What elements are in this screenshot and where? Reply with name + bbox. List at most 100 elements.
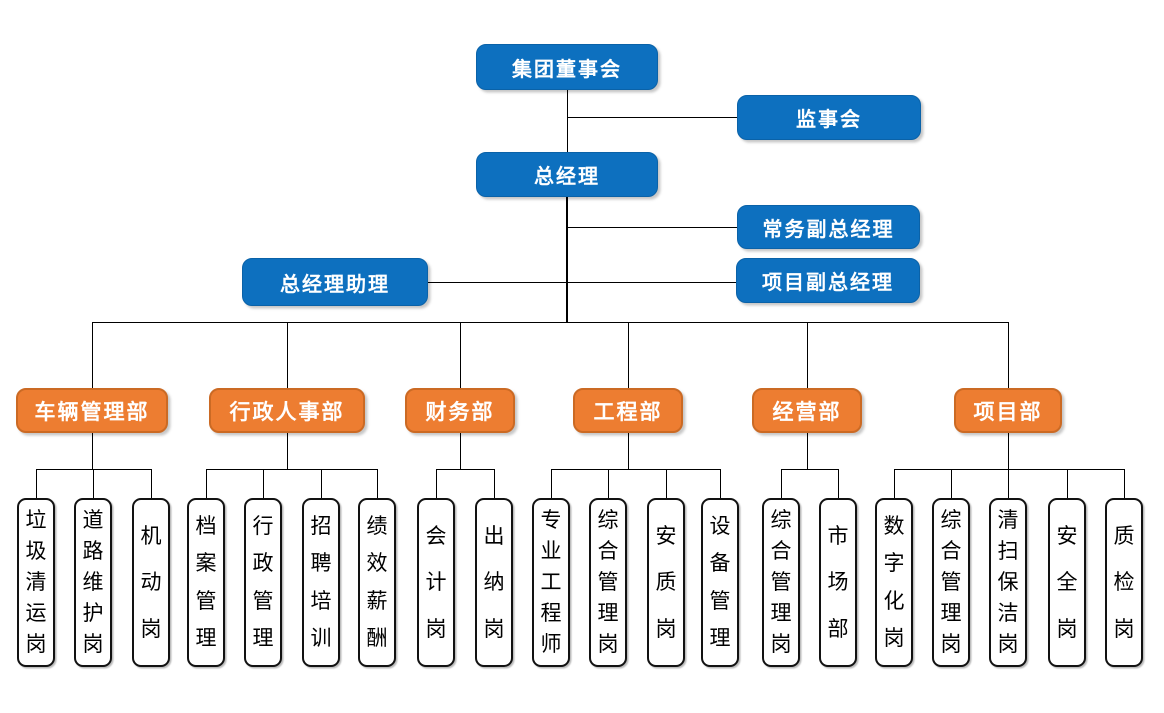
department-label: 项目部	[973, 400, 1043, 424]
post-label-char: 程	[540, 602, 562, 625]
department-engineering-dept: 工程部	[573, 388, 683, 433]
post-box: 垃圾清运岗	[17, 498, 55, 667]
connector-line	[566, 90, 568, 152]
post-box: 档案管理	[187, 498, 225, 667]
post-label-char: 档	[195, 515, 217, 539]
post-box: 综合管理岗	[762, 498, 800, 667]
post-label-char: 管	[252, 589, 274, 613]
post-label-char: 政	[252, 552, 274, 576]
post-box: 行政管理	[244, 498, 282, 667]
connector-line	[205, 469, 207, 498]
connector-line	[894, 468, 1124, 470]
connector-line	[627, 433, 629, 469]
node-label: 项目副总经理	[762, 272, 894, 294]
post-label-char: 绩	[366, 515, 388, 539]
post-box: 招聘培训	[302, 498, 340, 667]
department-vehicle-management-dept: 车辆管理部	[16, 388, 168, 433]
connector-line	[627, 322, 629, 388]
department-label: 财务部	[425, 400, 495, 424]
connector-line	[550, 469, 552, 498]
node-project-deputy-general-manager: 项目副总经理	[736, 258, 920, 303]
post-box: 会计岗	[417, 498, 455, 667]
post-label-char: 备	[709, 552, 731, 576]
connector-line	[36, 468, 151, 470]
node-board-of-directors: 集团董事会	[476, 44, 658, 90]
connector-line	[435, 469, 437, 498]
post-label-char: 质	[655, 571, 677, 594]
post-label-char: 保	[997, 571, 1019, 594]
post-label-char: 圾	[25, 540, 47, 563]
post-label-char: 维	[82, 571, 104, 594]
post-label-char: 岗	[425, 617, 447, 641]
post-label-char: 理	[940, 602, 962, 625]
post-label-char: 化	[883, 589, 905, 613]
connector-line	[91, 322, 93, 388]
department-label: 工程部	[593, 400, 663, 424]
connector-line	[837, 469, 839, 498]
connector-line	[781, 468, 838, 470]
node-general-manager-assistant: 总经理助理	[242, 258, 428, 306]
connector-line	[551, 468, 720, 470]
post-label-char: 市	[827, 524, 849, 548]
post-label-char: 综	[770, 509, 792, 532]
post-label-char: 案	[195, 552, 217, 576]
connector-line	[567, 226, 737, 228]
post-label-char: 运	[25, 602, 47, 625]
post-label-char: 理	[195, 626, 217, 650]
connector-line	[1123, 469, 1125, 498]
post-label-char: 全	[1056, 571, 1078, 594]
node-label: 常务副总经理	[762, 218, 895, 241]
post-label-char: 工	[540, 571, 562, 594]
connector-line	[436, 468, 494, 470]
post-label-char: 数	[883, 515, 905, 539]
post-box: 安全岗	[1048, 498, 1086, 667]
connector-line	[459, 322, 461, 388]
connector-line	[1007, 469, 1009, 498]
post-label-char: 岗	[940, 633, 962, 656]
post-label-char: 岗	[1113, 617, 1135, 641]
connector-line	[459, 433, 461, 469]
post-label-char: 管	[940, 571, 962, 594]
post-label-char: 岗	[883, 626, 905, 650]
post-label-char: 招	[310, 515, 332, 539]
post-label-char: 洁	[997, 602, 1019, 625]
connector-line	[286, 433, 288, 469]
connector-line	[493, 469, 495, 498]
connector-line	[665, 469, 667, 498]
connector-line	[92, 321, 1008, 323]
post-box: 出纳岗	[475, 498, 513, 667]
connector-line	[567, 117, 737, 118]
post-label-char: 岗	[1056, 617, 1078, 641]
post-label-char: 计	[425, 571, 447, 594]
connector-line	[92, 469, 94, 498]
post-label-char: 检	[1113, 571, 1135, 594]
post-box: 数字化岗	[875, 498, 913, 667]
post-label-char: 培	[310, 589, 332, 613]
post-label-char: 合	[940, 540, 962, 563]
post-label-char: 岗	[483, 617, 505, 641]
node-label: 集团董事会	[512, 58, 622, 81]
post-label-char: 道	[82, 509, 104, 532]
post-label-char: 岗	[25, 633, 47, 656]
post-label-char: 纳	[483, 571, 505, 594]
post-label-char: 垃	[25, 509, 47, 532]
connector-line	[719, 469, 721, 498]
post-label-char: 合	[597, 540, 619, 563]
post-box: 专业工程师	[532, 498, 570, 667]
post-label-char: 综	[597, 509, 619, 532]
post-label-char: 场	[827, 571, 849, 594]
post-label-char: 综	[940, 509, 962, 532]
connector-line	[35, 469, 37, 498]
department-label: 车辆管理部	[34, 400, 150, 424]
connector-line	[806, 322, 808, 388]
post-label-char: 安	[1056, 524, 1078, 548]
post-box: 机动岗	[132, 498, 170, 667]
post-label-char: 动	[140, 571, 162, 594]
post-label-char: 安	[655, 524, 677, 548]
connector-line	[893, 469, 895, 498]
connector-line	[806, 433, 808, 469]
post-label-char: 出	[483, 524, 505, 548]
post-label-char: 清	[25, 571, 47, 594]
post-label-char: 设	[709, 515, 731, 539]
post-label-char: 酬	[366, 626, 388, 650]
